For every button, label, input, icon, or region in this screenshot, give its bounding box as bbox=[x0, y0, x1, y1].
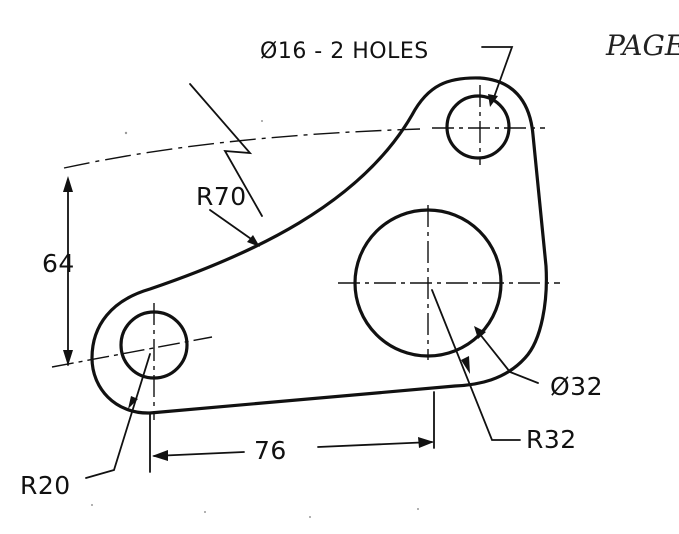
large-hole-label: Ø32 bbox=[550, 372, 603, 401]
spacing-label: 76 bbox=[254, 436, 287, 465]
arc-radius-label: R70 bbox=[196, 182, 247, 211]
r70-leader bbox=[189, 83, 263, 247]
height-label: 64 bbox=[42, 249, 75, 278]
boss-radius-leader bbox=[431, 289, 521, 441]
small-hole-top-right bbox=[445, 94, 511, 160]
height-dimension bbox=[63, 176, 73, 366]
center-lines bbox=[51, 85, 560, 420]
large-hole-leader bbox=[474, 326, 539, 384]
header-fragment: PAGE bbox=[605, 29, 679, 62]
small-holes-label: Ø16 - 2 HOLES bbox=[260, 39, 429, 64]
small-holes-leader bbox=[481, 46, 514, 107]
paper-specks bbox=[91, 120, 419, 518]
spacing-dimension bbox=[149, 391, 435, 473]
boss-radius-label: R32 bbox=[526, 425, 577, 454]
left-radius-leader bbox=[85, 353, 151, 479]
left-radius-label: R20 bbox=[20, 471, 71, 500]
